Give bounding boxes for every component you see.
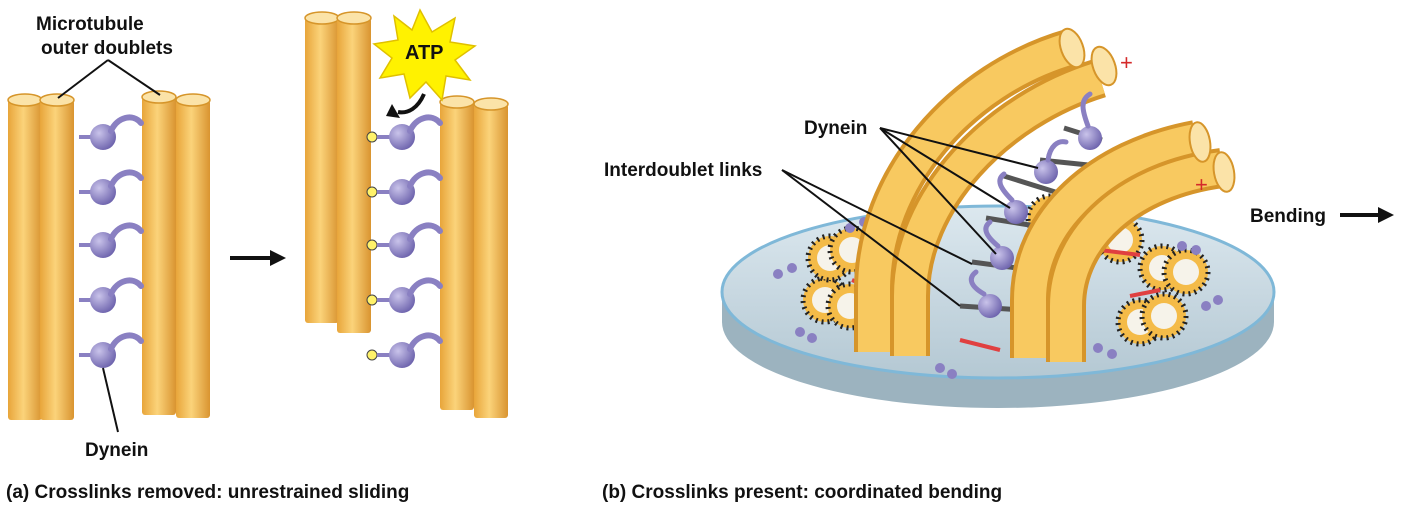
- leader-line: [107, 59, 161, 96]
- label-bending: Bending: [1250, 206, 1326, 227]
- panel-b: + + Dynein Interdoublet links Bending (b…: [602, 27, 1394, 503]
- label-microtubule-line2: outer doublets: [41, 38, 173, 59]
- label-microtubule-line1: Microtubule: [36, 14, 144, 35]
- caption-a: (a) Crosslinks removed: unrestrained sli…: [6, 482, 409, 503]
- bending-arrow-icon: [1340, 207, 1394, 223]
- left-doublet: [7, 93, 75, 420]
- atp-burst-icon: ATP: [372, 8, 477, 118]
- label-dynein-b: Dynein: [804, 118, 867, 139]
- caption-b: (b) Crosslinks present: coordinated bend…: [602, 482, 1002, 503]
- leader-line: [781, 169, 973, 265]
- leader-line: [57, 59, 109, 99]
- curved-doublet-right: [1010, 120, 1236, 362]
- dynein-column-shifted: [367, 117, 440, 368]
- dynein-row-b: [968, 91, 1102, 318]
- caption-a-text: Crosslinks removed: unrestrained sliding: [29, 482, 409, 503]
- dynein-column-a: [79, 117, 141, 368]
- shifted-right-doublet: [439, 95, 509, 418]
- caption-b-text: Crosslinks present: coordinated bending: [626, 482, 1002, 503]
- right-doublet: [141, 90, 211, 418]
- atp-label: ATP: [405, 42, 444, 64]
- leader-line: [781, 169, 961, 307]
- leader-line: [102, 367, 119, 433]
- plus-end-marker: +: [1120, 50, 1133, 75]
- dynein-leaders: [879, 127, 1039, 255]
- caption-a-prefix: (a): [6, 482, 29, 503]
- arrow-icon: [230, 250, 286, 266]
- shifted-left-doublet: [304, 11, 372, 333]
- label-interdoublet-links: Interdoublet links: [604, 160, 762, 181]
- label-dynein-a: Dynein: [85, 440, 148, 461]
- caption-b-prefix: (b): [602, 482, 626, 503]
- panel-a: Microtubule outer doublets Dynein: [6, 8, 509, 503]
- plus-end-marker: +: [1195, 172, 1208, 197]
- curved-doublet-left: [854, 27, 1118, 356]
